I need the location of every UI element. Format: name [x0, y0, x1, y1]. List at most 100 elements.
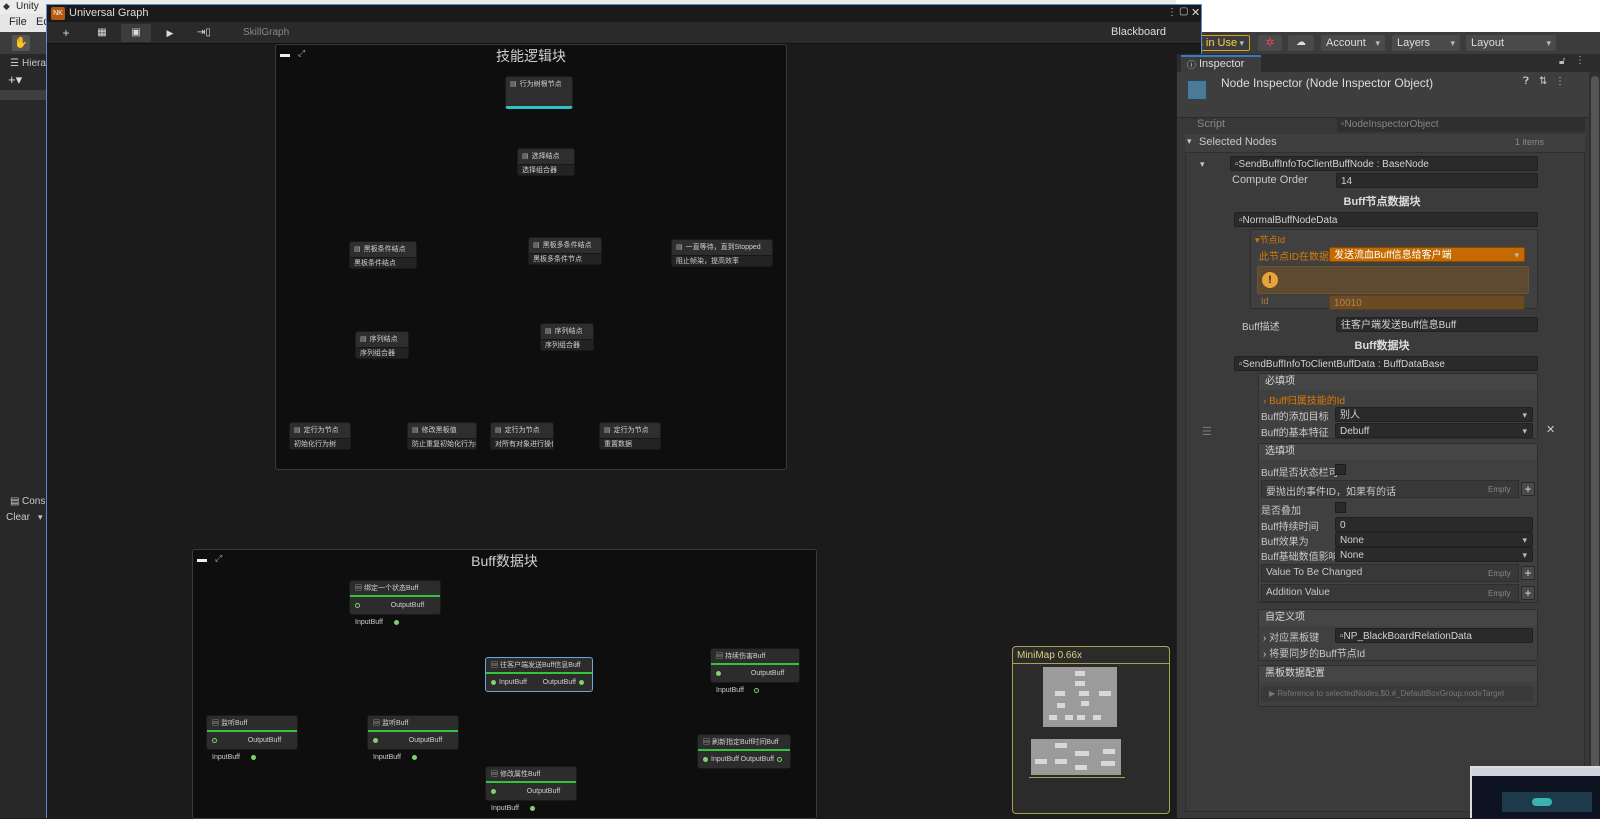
buff-data-type-field[interactable]: ▫SendBuffInfoToClientBuffData : BuffData… [1234, 356, 1538, 371]
layout-dropdown[interactable]: Layout [1466, 35, 1556, 51]
normal-buff-node-data-field[interactable]: ▫NormalBuffNodeData [1234, 212, 1538, 227]
blackboard-key-label[interactable]: › 对应黑板键 [1263, 629, 1319, 644]
play-icon[interactable]: ▶ [166, 28, 174, 38]
group-expand-icon[interactable]: ⤢ [215, 553, 223, 563]
action-node-reset[interactable]: ▤定行为节点重置数据 [599, 422, 661, 450]
input-port[interactable]: InputBuff [491, 674, 527, 691]
buff-feature-dropdown[interactable]: Debuff [1335, 423, 1533, 438]
more-icon[interactable]: ⋮ [1555, 76, 1565, 87]
hierarchy-panel: ☰ Hiera +▾ [0, 54, 48, 494]
help-icon[interactable]: ❓︎ [1523, 76, 1530, 87]
menu-file[interactable]: File [9, 16, 27, 28]
account-dropdown[interactable]: Account [1321, 35, 1385, 51]
close-icon[interactable]: ✕ [1191, 7, 1201, 19]
input-port[interactable]: InputBuff [491, 783, 527, 812]
chevron-down-icon[interactable]: ▾ [38, 512, 43, 522]
output-port[interactable]: OutputBuff [741, 751, 785, 768]
collab-icon[interactable]: ✲ [1258, 35, 1282, 51]
output-port[interactable]: OutputBuff [543, 674, 587, 691]
minimap[interactable]: MiniMap 0.66x [1012, 646, 1170, 814]
console-clear-button[interactable]: Clear [6, 512, 30, 523]
event-id-add-button[interactable]: + [1521, 482, 1535, 496]
input-port[interactable]: InputBuff [355, 597, 391, 626]
output-port[interactable]: OutputBuff [751, 665, 794, 693]
drag-handle-icon[interactable]: ☰ [1202, 426, 1212, 438]
menu-edit[interactable]: Ec [36, 16, 49, 28]
group-minimize-icon[interactable]: ▬ [197, 554, 207, 565]
base-value-dropdown[interactable]: None [1335, 547, 1533, 562]
addition-value-add-button[interactable]: + [1521, 586, 1535, 600]
input-port[interactable]: InputBuff [716, 665, 751, 694]
cloud-icon[interactable]: ☁ [1288, 35, 1314, 51]
remove-element-icon[interactable]: ✕ [1546, 424, 1556, 436]
hierarchy-scene-row[interactable] [0, 90, 48, 100]
compute-order-field[interactable]: 14 [1336, 173, 1538, 188]
input-port[interactable]: InputBuff [373, 732, 409, 761]
inspector-scrollbar[interactable] [1589, 72, 1600, 818]
sequence-node-1[interactable]: ▤序列结点序列组合器 [355, 331, 409, 359]
layers-dropdown[interactable]: Layers [1392, 35, 1460, 51]
graph-canvas[interactable]: ▬ ⤢ 技能逻辑块 ▤行为树根节点 ▤选择结点选择组合器 ▤黑板条件结点黑板条件… [47, 44, 1201, 819]
action-node-targets[interactable]: ▤定行为节点对所有对象进行操作 [490, 422, 554, 450]
reference-row[interactable]: ▶ Reference to selectedNodes.$0.#_Defaul… [1261, 686, 1533, 702]
stackable-checkbox[interactable] [1335, 502, 1346, 513]
status-bar-label: Buff是否状态栏可 [1261, 468, 1339, 479]
status-bar-checkbox[interactable] [1335, 464, 1346, 475]
panel-toggle-icon[interactable]: ▣ [121, 24, 151, 42]
duration-field[interactable]: 0 [1335, 517, 1533, 532]
node-id-dropdown[interactable]: 发送流血Buff信息给客户端 [1329, 247, 1525, 262]
selected-nodes-header[interactable]: ▾ Selected Nodes 1 items [1185, 134, 1585, 152]
hierarchy-add-icon[interactable]: +▾ [8, 72, 23, 87]
console-tab[interactable]: Cons [22, 496, 46, 507]
value-to-change-add-button[interactable]: + [1521, 566, 1535, 580]
hand-tool-icon[interactable]: ✋ [12, 35, 30, 51]
sequence-node-2[interactable]: ▤序列结点序列组合器 [540, 323, 594, 351]
lock-icon[interactable]: 🔓︎ [1559, 56, 1566, 67]
blackboard-button[interactable]: Blackboard [1111, 26, 1167, 38]
blackboard-condition-node-1[interactable]: ▤黑板条件结点黑板条件结点 [349, 241, 417, 269]
buff-target-dropdown[interactable]: 别人 [1335, 407, 1533, 422]
buff-skill-id-label[interactable]: › Buff归属技能的Id [1263, 392, 1345, 407]
group-expand-icon[interactable]: ⤢ [298, 48, 306, 58]
output-port[interactable]: OutputBuff [391, 597, 435, 625]
id-field[interactable]: 10010 [1329, 295, 1525, 310]
inspector-tab[interactable]: ⓘ Inspector [1181, 55, 1261, 72]
foldout-arrow-icon[interactable]: ▾ [1200, 159, 1205, 169]
more-icon[interactable]: ⋮ [1575, 55, 1585, 66]
more-icon[interactable]: ⋮ [1167, 7, 1177, 18]
effect-dropdown[interactable]: None [1335, 532, 1533, 547]
hierarchy-tab[interactable]: Hiera [22, 58, 46, 69]
output-port[interactable]: OutputBuff [409, 732, 453, 760]
node-id-header[interactable]: ▾节点Id [1255, 233, 1285, 246]
breadcrumb[interactable]: SkillGraph [243, 27, 290, 38]
input-port[interactable]: InputBuff [703, 751, 739, 768]
output-port[interactable]: OutputBuff [527, 783, 571, 811]
action-node-init[interactable]: ▤定行为节点初始化行为树 [289, 422, 351, 450]
scrollbar-thumb[interactable] [1591, 76, 1599, 796]
element-type-field[interactable]: ▫SendBuffInfoToClientBuffNode : BaseNode [1230, 156, 1538, 171]
create-node-icon[interactable]: + [62, 26, 70, 40]
blackboard-key-field[interactable]: ▫NP_BlackBoardRelationData [1335, 628, 1533, 643]
selector-node[interactable]: ▤选择结点选择组合器 [517, 148, 575, 176]
modify-blackboard-node[interactable]: ▤修改黑板值防止重复初始化行为树 [407, 422, 477, 450]
behavior-tree-root-node[interactable]: ▤行为树根节点 [505, 76, 573, 109]
foldout-arrow-icon[interactable]: ▾ [1187, 136, 1192, 146]
input-port[interactable]: InputBuff [212, 732, 248, 761]
output-port[interactable]: OutputBuff [248, 732, 292, 760]
settings-icon[interactable]: ⇅ [1539, 76, 1548, 87]
group-minimize-icon[interactable]: ▬ [280, 49, 290, 60]
sync-buff-label[interactable]: › 将要同步的Buff节点Id [1263, 645, 1365, 660]
maximize-icon[interactable]: ▢ [1179, 6, 1189, 17]
export-icon[interactable]: ⇥▯ [197, 27, 211, 38]
table-view-icon[interactable]: ▦ [97, 27, 107, 38]
buff-desc-field[interactable]: 往客户端发送Buff信息Buff [1336, 317, 1538, 332]
blackboard-multi-condition-node[interactable]: ▤黑板多条件结点黑板多条件节点 [528, 237, 602, 265]
